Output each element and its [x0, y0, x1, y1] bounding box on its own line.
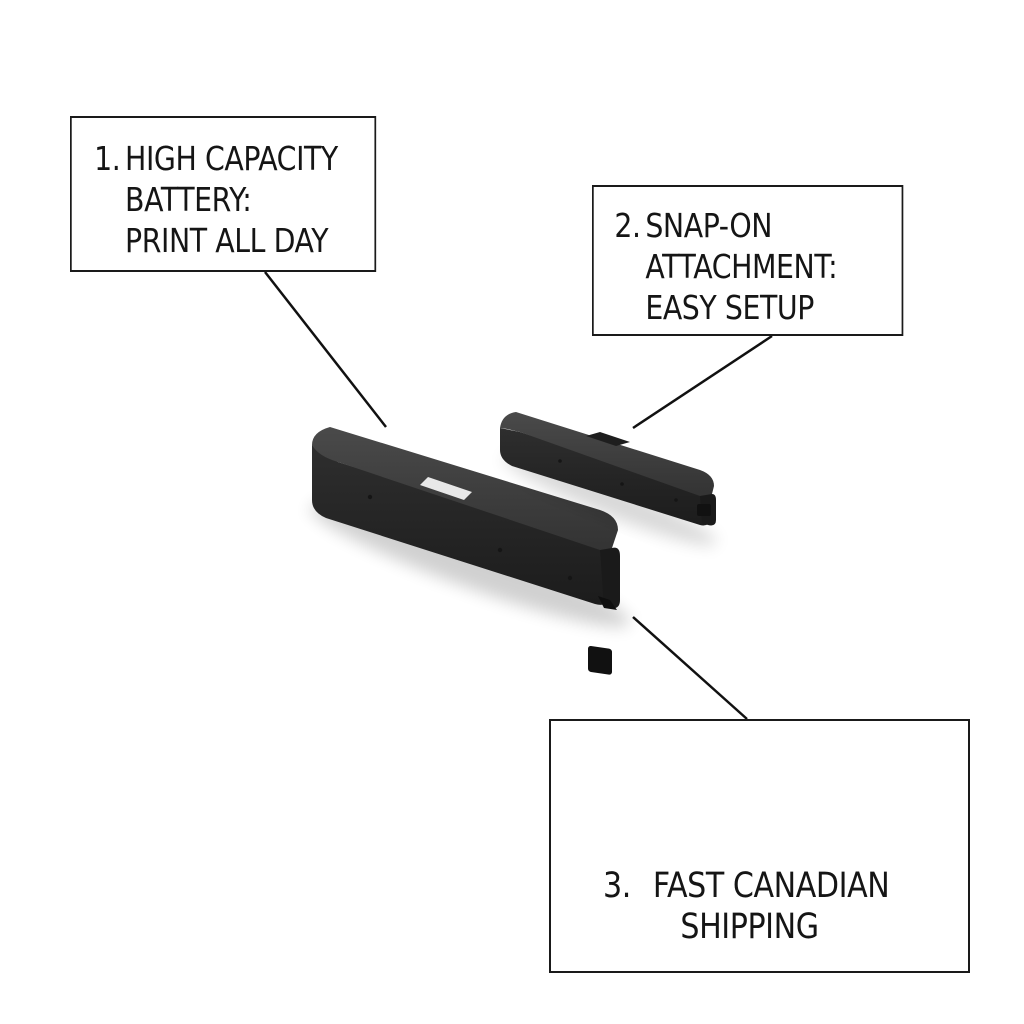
callout-high-capacity-battery: 1. HIGH CAPACITY BATTERY: PRINT ALL DAY	[70, 116, 377, 272]
callout-fast-canadian-shipping: 3. FAST CANADIAN SHIPPING	[549, 719, 970, 973]
callout-line: SNAP-ON	[645, 206, 773, 245]
callout-line: FAST CANADIAN	[652, 866, 890, 906]
small-snap-on-battery	[500, 412, 717, 546]
snap-latch	[586, 432, 630, 446]
callout-number: 1.	[94, 139, 121, 178]
large-battery-pack	[310, 427, 630, 675]
callout-number: 2.	[614, 206, 641, 245]
leader-line-1	[264, 271, 387, 428]
callout-line: SHIPPING	[680, 907, 819, 947]
leader-line-2	[632, 334, 773, 430]
callout-line: BATTERY:	[125, 180, 252, 219]
callout-line: EASY SETUP	[645, 288, 814, 327]
callout-line: ATTACHMENT:	[645, 247, 838, 286]
callout-line: HIGH CAPACITY	[125, 139, 338, 178]
leader-line-3	[632, 616, 748, 720]
callout-snap-on-attachment: 2. SNAP-ON ATTACHMENT: EASY SETUP	[592, 185, 904, 336]
connector-clip	[588, 646, 612, 675]
battery-label	[420, 477, 472, 500]
callout-number: 3.	[603, 866, 631, 906]
callout-line: PRINT ALL DAY	[125, 221, 329, 260]
